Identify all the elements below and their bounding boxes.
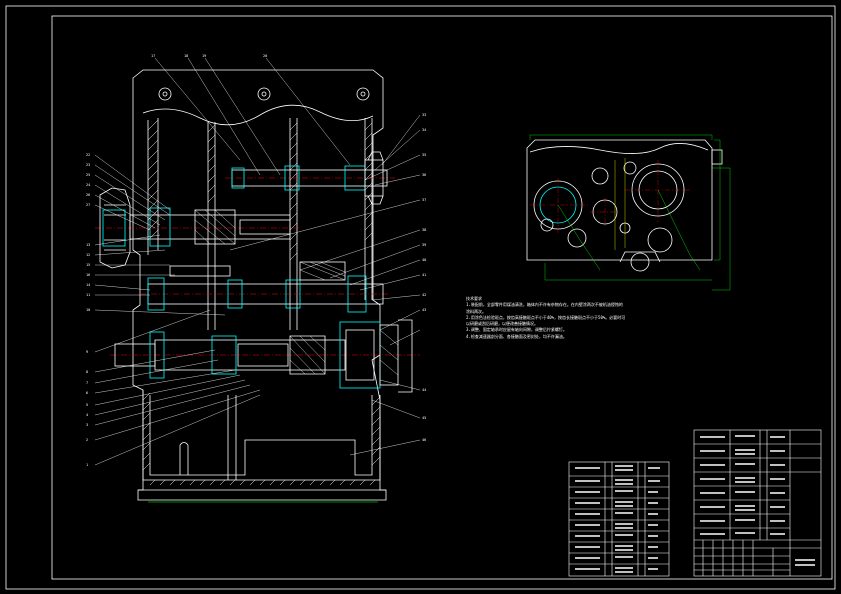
notes-line: 4.检查减速器剖分面、各接触面及密封处，均不许漏油。	[466, 333, 567, 339]
inner-border	[51, 15, 833, 580]
balloon-left: 26	[86, 193, 90, 197]
balloon-left: 7	[86, 381, 88, 385]
balloon-top: 20	[263, 54, 267, 58]
balloon-top: 18	[184, 54, 188, 58]
notes-line: 涂料两次。	[466, 308, 486, 314]
balloon-left: 22	[86, 153, 90, 157]
balloon-left: 9	[86, 350, 88, 354]
balloon-left: 27	[86, 203, 90, 207]
balloon-right: 35	[422, 153, 426, 157]
balloon-left: 23	[86, 163, 90, 167]
parts-list-left	[568, 461, 670, 577]
notes-line: 3.调整、固定轴承时应留有轴向间隙，调整后拧紧螺钉。	[466, 327, 567, 333]
balloon-top: 17	[151, 54, 155, 58]
balloon-top: 19	[202, 54, 206, 58]
notes-heading: 技术要求	[466, 296, 482, 301]
notes-line: 以研磨或刮后研磨，以便改善接触情况。	[466, 321, 538, 327]
balloon-right: 33	[422, 113, 426, 117]
section-hatch	[142, 119, 381, 486]
balloon-left: 1	[86, 463, 88, 467]
notes-line: 2.用涂色法检验斑点，按齿高接触斑点不小于40%，按齿长接触斑点不小于50%。必…	[466, 314, 626, 320]
balloon-left: 16	[86, 273, 90, 277]
title-block-text-marks	[575, 435, 815, 573]
balloon-right: 46	[422, 438, 426, 442]
balloon-left: 15	[86, 263, 90, 267]
notes-line: 1.装配前，全部零件用煤油清洗，箱体内不许有杂物存在。在内壁涂两次不被机油侵蚀的	[466, 302, 623, 308]
balloon-right: 39	[422, 243, 426, 247]
balloon-left: 12	[86, 253, 90, 257]
balloon-left: 14	[86, 283, 90, 287]
balloon-left: 3	[86, 423, 88, 427]
side-view	[526, 134, 731, 291]
balloon-left: 2	[86, 438, 88, 442]
balloon-right: 41	[422, 273, 426, 277]
balloon-right: 36	[422, 173, 426, 177]
balloon-left: 8	[86, 370, 88, 374]
balloon-left: 4	[86, 413, 88, 417]
balloon-left: 13	[86, 243, 90, 247]
parts-list-right	[693, 429, 822, 577]
balloon-right: 40	[422, 258, 426, 262]
balloon-right: 45	[422, 416, 426, 420]
balloon-left: 6	[86, 391, 88, 395]
shaft-assemblies	[95, 151, 420, 393]
balloon-left: 24	[86, 183, 90, 187]
balloon-right: 34	[422, 128, 426, 132]
balloon-right: 37	[422, 198, 426, 202]
technical-requirements: 技术要求 1.装配前，全部零件用煤油清洗，箱体内不许有杂物存在。在内壁涂两次不被…	[466, 296, 625, 340]
outer-border	[5, 5, 836, 590]
balloon-right: 38	[422, 228, 426, 232]
balloon-left: 5	[86, 403, 88, 407]
balloon-left: 25	[86, 173, 90, 177]
balloon-right: 42	[422, 293, 426, 297]
balloon-right: 43	[422, 308, 426, 312]
leader-lines	[94, 57, 421, 466]
balloon-left: 10	[86, 308, 90, 312]
balloon-right: 44	[422, 388, 426, 392]
balloon-left: 11	[86, 293, 90, 297]
